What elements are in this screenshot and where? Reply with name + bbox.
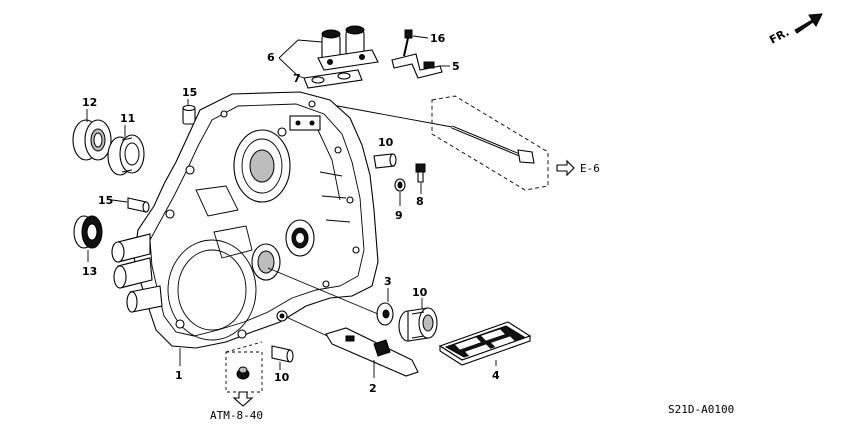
arrow-right-icon (556, 159, 575, 177)
part-15-dowel-top (182, 104, 196, 125)
part-2-plate (276, 310, 419, 377)
callout-3: 3 (384, 275, 392, 288)
part-10-dowel-upper (373, 153, 397, 169)
ref-e6: E-6 (580, 162, 600, 175)
part-6-solenoid (317, 25, 379, 71)
callout-14: 12 (82, 96, 97, 109)
callout-15-left: 15 (98, 194, 113, 207)
callout-16: 16 (430, 32, 446, 45)
bolt-ref-box: E-6 (326, 95, 600, 191)
part-11-bearing (107, 134, 145, 176)
part-13-seal (73, 215, 103, 249)
atm-ref-box: ATM-8-40 (210, 341, 263, 422)
part-4-filter (438, 321, 532, 366)
callout-4: 4 (492, 369, 500, 382)
callout-1: 1 (175, 369, 183, 382)
diagram-code: S21D-A0100 (668, 403, 734, 416)
callout-10-lower: 10 (274, 371, 290, 384)
part-16-bolt (403, 29, 413, 57)
part-3-shim (376, 302, 394, 326)
part-10-dowel-lower (271, 345, 294, 363)
part-5-bracket (391, 53, 443, 79)
callout-2: 2 (369, 382, 377, 395)
fr-label: FR. (767, 26, 791, 47)
callout-9: 9 (395, 209, 403, 222)
callout-6: 6 (267, 51, 275, 64)
part-14-bearing (72, 119, 112, 161)
front-direction-arrow: FR. (767, 13, 823, 47)
part-7-gasket (303, 69, 363, 89)
part-8-plug (415, 163, 426, 183)
callout-10-upper: 10 (378, 136, 394, 149)
arrow-down-icon (232, 391, 254, 407)
callout-8: 8 (416, 195, 424, 208)
part-1-transmission-housing (111, 91, 379, 349)
part-12-bearing (398, 307, 438, 342)
callout-13: 13 (82, 265, 97, 278)
callout-11: 11 (120, 112, 135, 125)
ref-atm: ATM-8-40 (210, 409, 263, 422)
callout-15-top: 15 (182, 86, 197, 99)
callout-12: 10 (412, 286, 428, 299)
callout-7: 7 (293, 72, 301, 85)
callout-5: 5 (452, 60, 460, 73)
part-9-washer (394, 178, 406, 192)
part-15-dowel-left (127, 197, 150, 213)
